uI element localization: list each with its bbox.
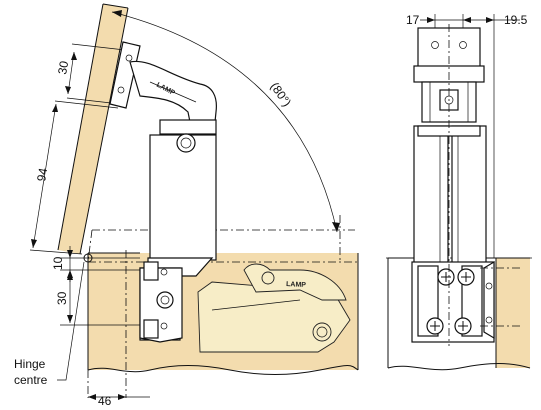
brand-closed: LAMP bbox=[286, 281, 307, 289]
open-hinge: LAMP bbox=[109, 41, 217, 343]
closed-hinge-ghost: LAMP bbox=[197, 263, 351, 353]
front-wood-panel bbox=[496, 258, 530, 368]
spring-cylinder bbox=[149, 134, 217, 261]
front-view: 17 19.5 bbox=[386, 13, 532, 371]
dim-17: 17 bbox=[406, 13, 420, 27]
screw-top-left bbox=[437, 268, 455, 286]
front-cylinder-left bbox=[413, 125, 449, 265]
screw-top-right bbox=[457, 268, 475, 286]
hinge-centre-label-1: Hinge bbox=[14, 357, 46, 371]
screw-bottom-right bbox=[454, 317, 472, 335]
side-view: (80°) 30 94 LAMP bbox=[14, 3, 360, 408]
dim-30-bottom: 30 bbox=[55, 291, 69, 305]
angle-label: (80°) bbox=[268, 80, 294, 109]
dim-30-top: 30 bbox=[55, 60, 71, 76]
dim-19-5: 19.5 bbox=[504, 13, 528, 27]
dim-46: 46 bbox=[98, 394, 112, 408]
screw-bottom-left bbox=[426, 317, 444, 335]
opening-angle-arc bbox=[111, 11, 338, 233]
front-cylinder-right bbox=[451, 125, 487, 265]
dim-10: 10 bbox=[51, 256, 65, 270]
dim-94: 94 bbox=[34, 167, 50, 183]
lid-panel bbox=[58, 4, 128, 254]
break-line bbox=[87, 365, 359, 375]
hinge-centre-label-2: centre bbox=[14, 373, 48, 387]
